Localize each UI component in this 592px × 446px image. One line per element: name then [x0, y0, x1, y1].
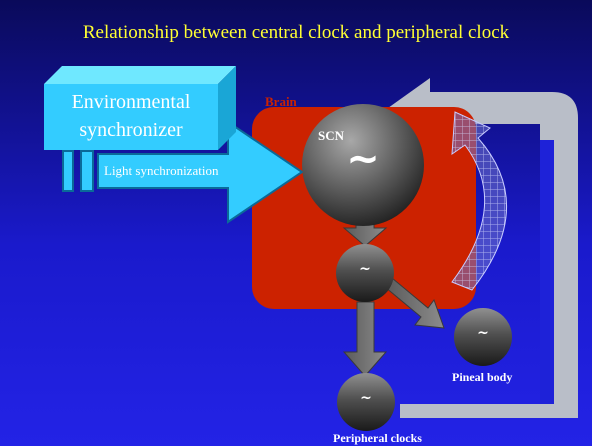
pineal-sphere [454, 308, 512, 366]
scn-label: SCN [318, 128, 345, 143]
pineal-wave-icon: ~ [477, 325, 489, 341]
light-synchronization-label: Light synchronization [104, 163, 219, 178]
synchronizer-line-1: Environmental [71, 91, 191, 113]
light-bar-2 [80, 150, 94, 192]
pineal-body-label: Pineal body [452, 370, 513, 384]
light-bar-1 [62, 150, 74, 192]
middle-wave-icon: ~ [359, 261, 371, 277]
arrow-middle-to-pineal [384, 277, 445, 329]
scn-wave-icon: ~ [346, 136, 380, 182]
hatched-feedback-arrow [451, 111, 507, 291]
synchronizer-label: Environmental synchronizer [44, 88, 218, 144]
brain-label: Brain [265, 94, 297, 109]
synchronizer-box [44, 66, 236, 150]
light-arrow [97, 120, 304, 224]
peripheral-clocks-label: Peripheral clocks [333, 431, 422, 445]
scn-sphere [302, 104, 424, 226]
arrow-middle-to-peripheral [342, 301, 388, 377]
middle-clock-sphere [336, 244, 394, 302]
peripheral-sphere [337, 373, 395, 431]
synchronizer-line-2: synchronizer [79, 119, 183, 141]
peripheral-wave-icon: ~ [360, 390, 372, 406]
slide-title: Relationship between central clock and p… [82, 22, 510, 43]
